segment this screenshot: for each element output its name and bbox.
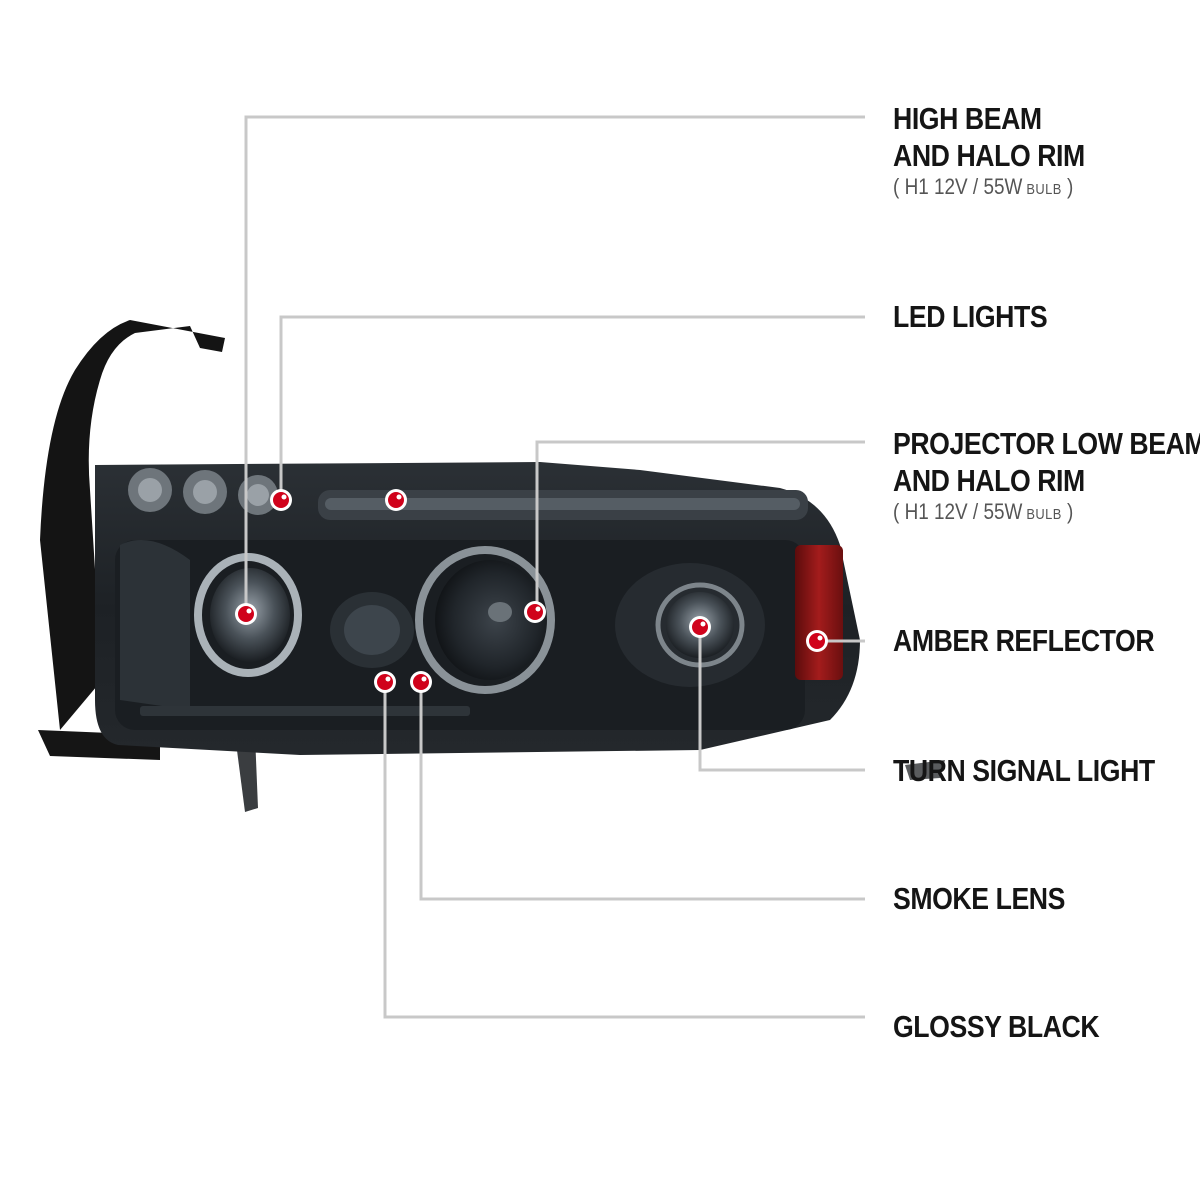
spec-close: ) — [1061, 174, 1074, 199]
marker-dot-turn-signal — [689, 616, 711, 638]
leader-line-projector — [535, 440, 865, 610]
callout-high-beam-spec: ( H1 12V / 55W BULB ) — [893, 174, 1085, 203]
spec-close: ) — [1061, 499, 1074, 524]
callout-markers — [235, 489, 828, 693]
callout-amber-reflector: AMBER REFLECTOR — [893, 622, 1155, 659]
callout-turn-signal-line1: TURN SIGNAL LIGHT — [893, 753, 1155, 788]
marker-dot-led-1 — [270, 489, 292, 511]
spec-open: ( — [893, 499, 905, 524]
projector-lens — [415, 546, 555, 694]
marker-dot-amber — [806, 630, 828, 652]
leader-lines — [244, 115, 865, 1019]
callout-high-beam: HIGH BEAM AND HALO RIM ( H1 12V / 55W BU… — [893, 100, 1085, 203]
spec-unit: BULB — [1022, 506, 1062, 523]
marker-dot-smoke-lens — [410, 671, 432, 693]
leader-line-high-beam — [244, 115, 865, 612]
marker-dot-projector — [524, 601, 546, 623]
spec-main: H1 12V / 55W — [904, 174, 1023, 199]
callout-high-beam-line2: AND HALO RIM — [893, 138, 1085, 173]
marker-dot-led-2 — [385, 489, 407, 511]
amber-reflector-lens — [795, 545, 843, 680]
callout-glossy-black: GLOSSY BLACK — [893, 1008, 1100, 1045]
callout-glossy-black-line1: GLOSSY BLACK — [893, 1009, 1100, 1044]
callout-projector-line1: PROJECTOR LOW BEAM — [893, 426, 1200, 461]
callout-smoke-lens-line1: SMOKE LENS — [893, 881, 1065, 916]
callout-turn-signal: TURN SIGNAL LIGHT — [893, 752, 1155, 789]
spec-open: ( — [893, 174, 905, 199]
callout-led-lights-line1: LED LIGHTS — [893, 299, 1048, 334]
leader-line-smoke-lens — [419, 682, 865, 901]
led-strip — [128, 468, 808, 520]
mounting-bracket — [38, 320, 945, 812]
callout-smoke-lens: SMOKE LENS — [893, 880, 1065, 917]
callout-amber-reflector-line1: AMBER REFLECTOR — [893, 623, 1155, 658]
callout-projector-spec: ( H1 12V / 55W BULB ) — [893, 499, 1200, 528]
callout-projector-line2: AND HALO RIM — [893, 463, 1085, 498]
leader-line-turn-signal — [698, 628, 865, 772]
spec-main: H1 12V / 55W — [904, 499, 1023, 524]
callout-led-lights: LED LIGHTS — [893, 298, 1048, 335]
callout-high-beam-line1: HIGH BEAM — [893, 101, 1042, 136]
marker-dot-high-beam — [235, 603, 257, 625]
spec-unit: BULB — [1022, 181, 1062, 198]
marker-dot-glossy-black — [374, 671, 396, 693]
leader-line-glossy-black — [383, 682, 865, 1019]
callout-projector: PROJECTOR LOW BEAM AND HALO RIM ( H1 12V… — [893, 425, 1200, 528]
leader-line-led — [279, 315, 865, 500]
